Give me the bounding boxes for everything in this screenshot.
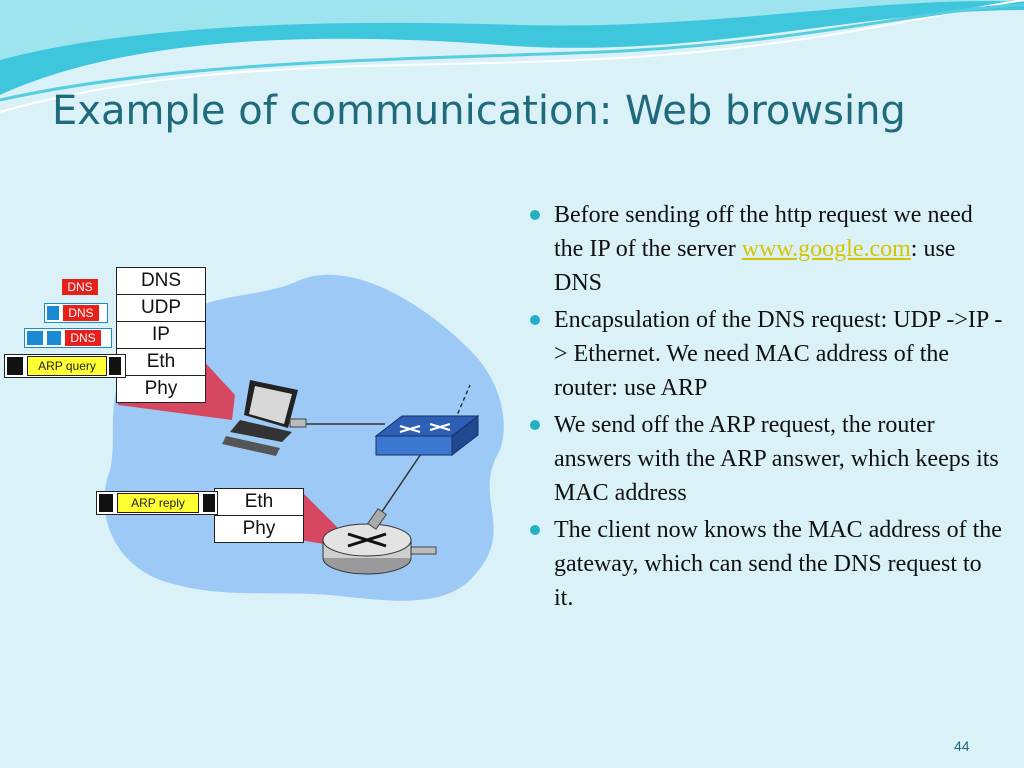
bullet-item: We send off the ARP request, the router … [528,408,1006,510]
bullet-item: Before sending off the http request we n… [528,198,1006,300]
google-link[interactable]: www.google.com [741,236,911,262]
page-number: 44 [954,738,970,754]
slide-title: Example of communication: Web browsing [52,88,906,134]
arp-reply-frame: ARP reply [96,491,218,515]
dns-packet-label: DNS [65,330,101,346]
arp-query-frame: ARP query [4,354,126,378]
stack-layer-udp: UDP [117,295,205,322]
bullet-item: The client now knows the MAC address of … [528,513,1006,615]
ip-encapsulation: DNS [24,328,112,348]
link-switch-router [374,447,426,523]
router-port [407,546,437,555]
dns-packet-label: DNS [62,279,98,295]
header-wave-decoration [0,0,1024,113]
stack-layer-dns: DNS [117,268,205,295]
stack-layer-ip: IP [117,322,205,349]
router-icon [322,508,412,575]
udp-encapsulation: DNS [44,303,108,323]
stack-layer-phy: Phy [144,378,178,399]
router-protocol-stack: Eth Phy [214,488,304,543]
link-switch-uplink [454,384,471,421]
bullet-list: Before sending off the http request we n… [528,198,1006,618]
stack-layer-eth: Eth [117,349,205,376]
bullet-item: Encapsulation of the DNS request: UDP ->… [528,303,1006,405]
arp-query-label: ARP query [27,356,107,376]
switch-icon [374,414,480,457]
dns-packet-label: DNS [63,305,99,321]
arp-reply-label: ARP reply [117,493,199,513]
laptop-icon [222,380,307,456]
client-protocol-stack: DNS UDP IP Eth Phy [116,267,206,403]
stack-layer-phy: Phy [242,518,276,539]
stack-layer-eth: Eth [215,489,303,516]
